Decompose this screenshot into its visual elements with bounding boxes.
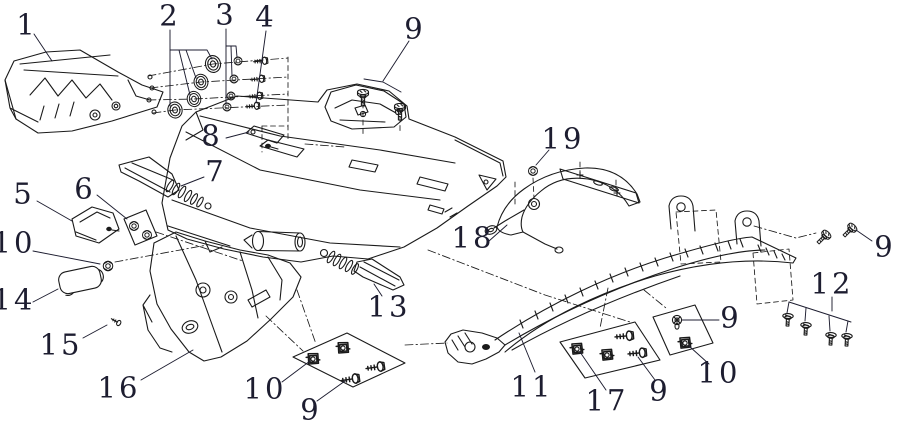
- callout-12: 12: [810, 266, 854, 301]
- leader-line-2: [169, 49, 213, 60]
- screw-15: [109, 315, 123, 327]
- callout-3: 3: [215, 0, 237, 32]
- leader-line-8: [225, 131, 250, 139]
- leader-line-6: [96, 194, 128, 220]
- leader-line-10: [688, 345, 710, 365]
- screw-set: [244, 56, 269, 111]
- leader-line-12: [845, 320, 849, 333]
- callout-8: 8: [201, 118, 223, 153]
- screw-set-12: [781, 312, 853, 347]
- part-license-light: [71, 206, 120, 244]
- leader-line-12: [828, 315, 831, 332]
- part-bracket-plate: [245, 125, 305, 158]
- leader-line-10: [32, 250, 101, 265]
- leader-line-9: [316, 380, 346, 402]
- leader-line-1: [33, 33, 53, 62]
- leader-line-2: [185, 49, 197, 79]
- leader-line-13: [373, 283, 383, 297]
- callout-7: 7: [205, 154, 227, 189]
- callout-18: 18: [451, 220, 495, 255]
- part-turn-signal-left: [118, 156, 212, 210]
- leader-line-17: [579, 351, 607, 391]
- bolt-pair-right: [814, 221, 859, 247]
- leader-line-12: [804, 307, 807, 322]
- callout-14: 14: [0, 282, 36, 317]
- part-tail-light: [4, 49, 164, 134]
- leader-line-9: [855, 229, 873, 242]
- leader-line-14: [32, 288, 59, 303]
- callout-5: 5: [13, 176, 35, 211]
- leader-line-11: [518, 332, 536, 373]
- nut-10-left: [102, 260, 114, 272]
- callout-10: 10: [0, 225, 36, 260]
- hardware-box-b: [559, 321, 661, 379]
- callout-10: 10: [697, 355, 741, 390]
- callout-17: 17: [585, 383, 629, 418]
- nut-19: [528, 166, 538, 176]
- callout-6: 6: [74, 171, 96, 206]
- leader-line-10: [281, 360, 311, 383]
- leader-line-18: [488, 224, 508, 242]
- leader-line-9: [363, 78, 402, 93]
- part-turn-signal-center: [319, 248, 405, 291]
- part-mud-guard: [142, 231, 302, 362]
- leader-line-2: [178, 49, 191, 96]
- callout-9: 9: [649, 373, 671, 408]
- callout-16: 16: [97, 370, 141, 405]
- leader-line-3: [230, 45, 233, 77]
- callout-10: 10: [243, 371, 287, 406]
- leader-line-16: [140, 349, 194, 381]
- hardware-box-c: [652, 304, 714, 356]
- callout-9: 9: [300, 392, 322, 424]
- callout-15: 15: [39, 327, 83, 362]
- callout-11: 11: [510, 369, 554, 404]
- callout-2: 2: [159, 0, 181, 33]
- leader-line-12: [786, 301, 790, 314]
- leader-line-5: [36, 200, 73, 222]
- callout-4: 4: [255, 0, 277, 34]
- callout-9: 9: [404, 11, 426, 46]
- leader-lines: [32, 28, 873, 402]
- callout-9: 9: [720, 300, 742, 335]
- callout-19: 19: [541, 121, 585, 156]
- callout-9: 9: [874, 229, 896, 264]
- leader-line-7: [180, 176, 205, 187]
- leader-line-9: [382, 40, 410, 82]
- part-rear-fender: [161, 83, 507, 263]
- leader-line-9: [637, 356, 656, 381]
- callout-1: 1: [16, 7, 38, 42]
- leader-line-15: [82, 324, 108, 339]
- callout-13: 13: [367, 289, 411, 324]
- leader-line-3: [225, 45, 238, 58]
- leader-line-12: [788, 301, 852, 323]
- part-reflector: [58, 265, 104, 296]
- leader-line-4: [255, 30, 267, 104]
- assembly-alignment-lines: [114, 56, 817, 352]
- part-side-rail: [444, 195, 797, 365]
- hardware-box-a: [292, 332, 406, 388]
- part-grab-handle: [484, 167, 641, 254]
- nut-box-6: [123, 209, 158, 246]
- leader-line-19: [535, 149, 550, 166]
